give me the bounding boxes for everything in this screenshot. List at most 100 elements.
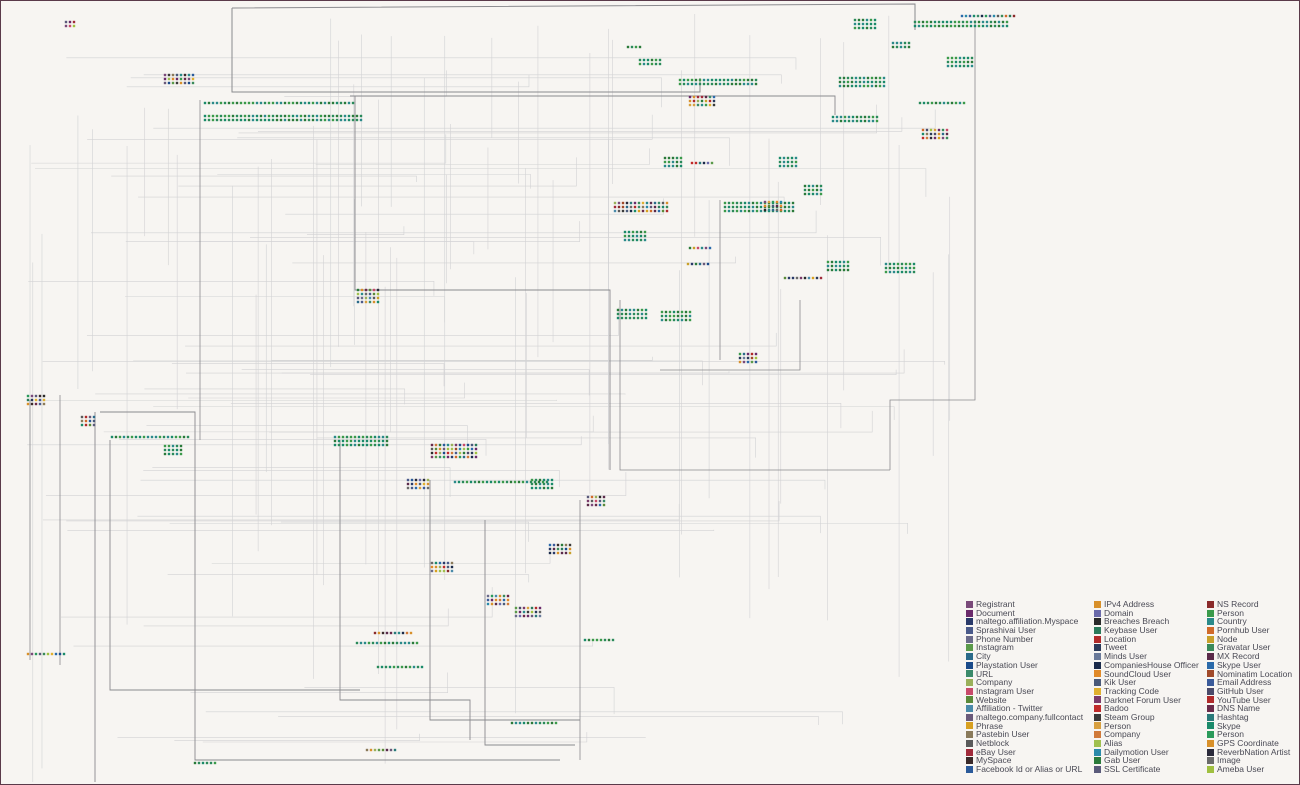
graph-node[interactable] [888, 270, 892, 274]
graph-node[interactable] [271, 114, 275, 118]
graph-node[interactable] [645, 201, 649, 205]
graph-node[interactable] [778, 164, 782, 168]
graph-node[interactable] [26, 652, 30, 656]
graph-node[interactable] [26, 402, 30, 406]
graph-node[interactable] [315, 101, 319, 105]
graph-node[interactable] [746, 78, 750, 82]
graph-node[interactable] [616, 316, 620, 320]
graph-node[interactable] [167, 452, 171, 456]
graph-node[interactable] [857, 22, 861, 26]
graph-node[interactable] [616, 308, 620, 312]
graph-node[interactable] [869, 26, 873, 30]
graph-node[interactable] [474, 451, 478, 455]
graph-node[interactable] [803, 184, 807, 188]
graph-node[interactable] [369, 435, 373, 439]
graph-node[interactable] [481, 480, 485, 484]
graph-node[interactable] [267, 114, 271, 118]
graph-node[interactable] [167, 73, 171, 77]
graph-node[interactable] [84, 419, 88, 423]
graph-node[interactable] [908, 262, 912, 266]
graph-node[interactable] [735, 205, 739, 209]
graph-node[interactable] [718, 82, 722, 86]
graph-node[interactable] [929, 132, 933, 136]
graph-node[interactable] [714, 78, 718, 82]
graph-node[interactable] [474, 443, 478, 447]
graph-node[interactable] [831, 119, 835, 123]
graph-node[interactable] [799, 276, 803, 280]
graph-node[interactable] [34, 398, 38, 402]
graph-node[interactable] [826, 264, 830, 268]
graph-node[interactable] [538, 478, 542, 482]
graph-node[interactable] [167, 81, 171, 85]
graph-node[interactable] [892, 266, 896, 270]
graph-node[interactable] [446, 451, 450, 455]
graph-node[interactable] [851, 119, 855, 123]
graph-node[interactable] [134, 435, 138, 439]
graph-node[interactable] [163, 444, 167, 448]
graph-node[interactable] [568, 547, 572, 551]
graph-node[interactable] [862, 76, 866, 80]
graph-node[interactable] [702, 82, 706, 86]
graph-node[interactable] [231, 114, 235, 118]
graph-node[interactable] [333, 443, 337, 447]
graph-node[interactable] [587, 638, 591, 642]
graph-node[interactable] [739, 205, 743, 209]
graph-node[interactable] [171, 452, 175, 456]
graph-node[interactable] [307, 114, 311, 118]
graph-node[interactable] [560, 547, 564, 551]
graph-node[interactable] [787, 205, 791, 209]
graph-node[interactable] [171, 81, 175, 85]
graph-node[interactable] [209, 761, 213, 765]
graph-node[interactable] [966, 56, 970, 60]
graph-node[interactable] [178, 435, 182, 439]
graph-node[interactable] [790, 156, 794, 160]
graph-node[interactable] [538, 486, 542, 490]
graph-node[interactable] [167, 77, 171, 81]
graph-node[interactable] [263, 118, 267, 122]
graph-node[interactable] [331, 101, 335, 105]
graph-node[interactable] [688, 246, 692, 250]
graph-node[interactable] [303, 101, 307, 105]
graph-node[interactable] [34, 394, 38, 398]
graph-node[interactable] [381, 631, 385, 635]
graph-node[interactable] [373, 443, 377, 447]
graph-node[interactable] [518, 606, 522, 610]
graph-node[interactable] [287, 118, 291, 122]
graph-node[interactable] [702, 262, 706, 266]
graph-node[interactable] [819, 276, 823, 280]
graph-node[interactable] [962, 101, 966, 105]
graph-node[interactable] [970, 56, 974, 60]
graph-node[interactable] [175, 444, 179, 448]
graph-node[interactable] [819, 188, 823, 192]
graph-node[interactable] [1001, 24, 1005, 28]
graph-node[interactable] [637, 201, 641, 205]
graph-node[interactable] [708, 95, 712, 99]
graph-node[interactable] [279, 101, 283, 105]
graph-node[interactable] [968, 14, 972, 18]
graph-node[interactable] [163, 81, 167, 85]
graph-node[interactable] [349, 435, 353, 439]
graph-node[interactable] [534, 610, 538, 614]
graph-node[interactable] [485, 480, 489, 484]
graph-node[interactable] [866, 76, 870, 80]
graph-node[interactable] [450, 443, 454, 447]
graph-node[interactable] [754, 356, 758, 360]
graph-node[interactable] [343, 118, 347, 122]
graph-node[interactable] [526, 614, 530, 618]
graph-node[interactable] [851, 115, 855, 119]
graph-node[interactable] [183, 77, 187, 81]
graph-node[interactable] [700, 99, 704, 103]
graph-node[interactable] [933, 128, 937, 132]
graph-node[interactable] [786, 156, 790, 160]
graph-node[interactable] [275, 114, 279, 118]
graph-node[interactable] [408, 665, 412, 669]
graph-node[interactable] [68, 24, 72, 28]
graph-node[interactable] [679, 160, 683, 164]
graph-node[interactable] [58, 652, 62, 656]
graph-node[interactable] [470, 443, 474, 447]
graph-node[interactable] [694, 82, 698, 86]
graph-node[interactable] [803, 276, 807, 280]
graph-node[interactable] [405, 631, 409, 635]
graph-node[interactable] [595, 638, 599, 642]
graph-node[interactable] [171, 448, 175, 452]
